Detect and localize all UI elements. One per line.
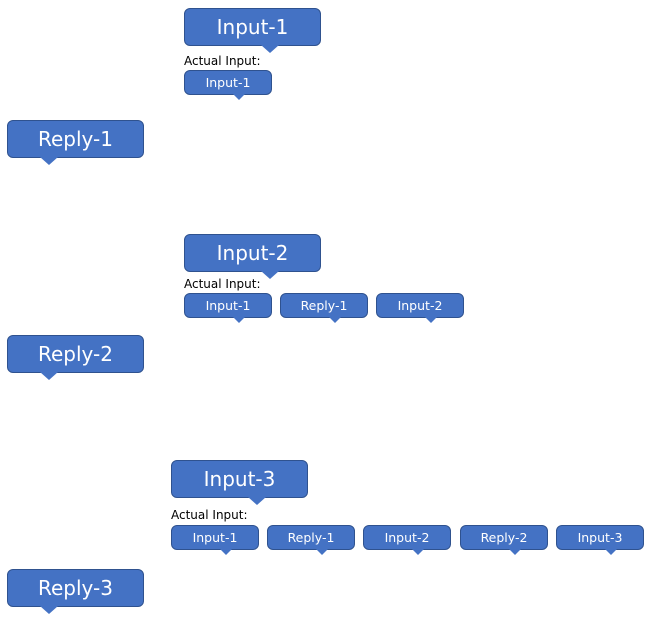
reply-2-callout: Reply-2	[7, 335, 144, 380]
actual-input-label-1: Actual Input:	[184, 54, 261, 68]
actual-input-2-item-1: Input-1	[184, 293, 272, 323]
reply-3-callout: Reply-3	[7, 569, 144, 614]
actual-input-2-item-2: Reply-1	[280, 293, 368, 323]
input-3-callout: Input-3	[171, 460, 308, 505]
input-1-callout: Input-1	[184, 8, 321, 53]
actual-input-3-item-1: Input-1	[171, 525, 259, 555]
actual-input-3-item-5: Input-3	[556, 525, 644, 555]
actual-input-3-item-2: Reply-1	[267, 525, 355, 555]
actual-input-2-item-3: Input-2	[376, 293, 464, 323]
actual-input-label-2: Actual Input:	[184, 277, 261, 291]
reply-1-callout: Reply-1	[7, 120, 144, 165]
actual-input-3-item-4: Reply-2	[460, 525, 548, 555]
actual-input-3-item-3: Input-2	[363, 525, 451, 555]
actual-input-label-3: Actual Input:	[171, 508, 248, 522]
input-2-callout: Input-2	[184, 234, 321, 279]
actual-input-1-item-1: Input-1	[184, 70, 272, 100]
